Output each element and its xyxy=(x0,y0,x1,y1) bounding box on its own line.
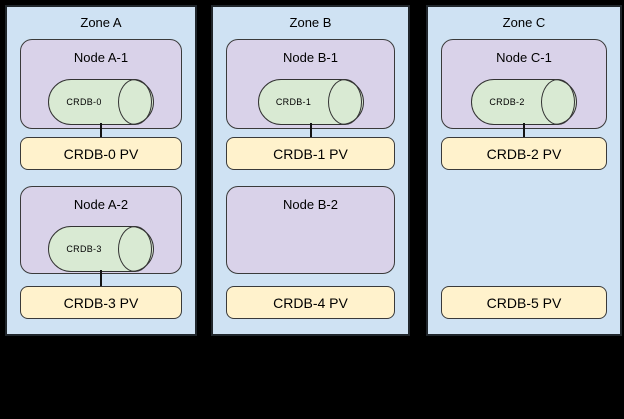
pod-label: CRDB-2 xyxy=(489,97,525,107)
connector-line xyxy=(100,270,102,286)
pv-crdb-5: CRDB-5 PV xyxy=(441,286,607,319)
node-b1: Node B-1 CRDB-1 xyxy=(226,39,395,129)
zone-a: Zone A Node A-1 CRDB-0 CRDB-0 PV Node A-… xyxy=(5,5,197,336)
pv-label: CRDB-4 PV xyxy=(273,294,348,311)
node-a2: Node A-2 CRDB-3 xyxy=(20,186,182,274)
pv-crdb-1: CRDB-1 PV xyxy=(226,137,395,170)
pod-cylinder-crdb-0: CRDB-0 xyxy=(48,79,154,125)
node-c1-title: Node C-1 xyxy=(496,50,552,65)
connector-line xyxy=(309,123,312,137)
pv-label: CRDB-1 PV xyxy=(273,145,348,162)
zone-a-title: Zone A xyxy=(80,15,122,30)
pv-label: CRDB-2 PV xyxy=(486,145,562,162)
pv-crdb-2: CRDB-2 PV xyxy=(441,137,607,170)
node-b1-title: Node B-1 xyxy=(283,50,338,65)
node-a2-title: Node A-2 xyxy=(73,197,129,212)
pv-crdb-3: CRDB-3 PV xyxy=(20,286,182,319)
pv-label: CRDB-3 PV xyxy=(63,294,139,311)
cylinder-cap-icon xyxy=(541,79,575,125)
pod-cylinder-crdb-3: CRDB-3 xyxy=(48,226,154,272)
pv-crdb-4: CRDB-4 PV xyxy=(226,286,395,319)
node-b2-title: Node B-2 xyxy=(283,197,338,212)
node-c1: Node C-1 CRDB-2 xyxy=(441,39,607,129)
pod-label: CRDB-0 xyxy=(66,97,102,107)
pv-crdb-0: CRDB-0 PV xyxy=(20,137,182,170)
connector-line xyxy=(100,123,102,137)
zone-c: Zone C Node C-1 CRDB-2 CRDB-2 PV CRDB-5 … xyxy=(426,5,622,336)
pv-label: CRDB-0 PV xyxy=(63,145,139,162)
node-a1-title: Node A-1 xyxy=(73,50,129,65)
cylinder-cap-icon xyxy=(118,79,152,125)
zone-b-title: Zone B xyxy=(289,15,332,30)
cylinder-cap-icon xyxy=(118,226,152,272)
pod-cylinder-crdb-1: CRDB-1 xyxy=(257,79,364,125)
connector-line xyxy=(523,123,525,137)
pod-label: CRDB-1 xyxy=(275,97,312,107)
cylinder-cap-icon xyxy=(327,79,362,125)
node-a1: Node A-1 CRDB-0 xyxy=(20,39,182,129)
pod-cylinder-crdb-2: CRDB-2 xyxy=(471,79,577,125)
zone-b: Zone B Node B-1 CRDB-1 CRDB-1 PV Node B-… xyxy=(211,5,410,336)
node-b2-empty: Node B-2 xyxy=(226,186,395,274)
pod-label: CRDB-3 xyxy=(66,244,102,254)
zone-c-title: Zone C xyxy=(502,15,546,30)
pv-label: CRDB-5 PV xyxy=(486,294,562,311)
